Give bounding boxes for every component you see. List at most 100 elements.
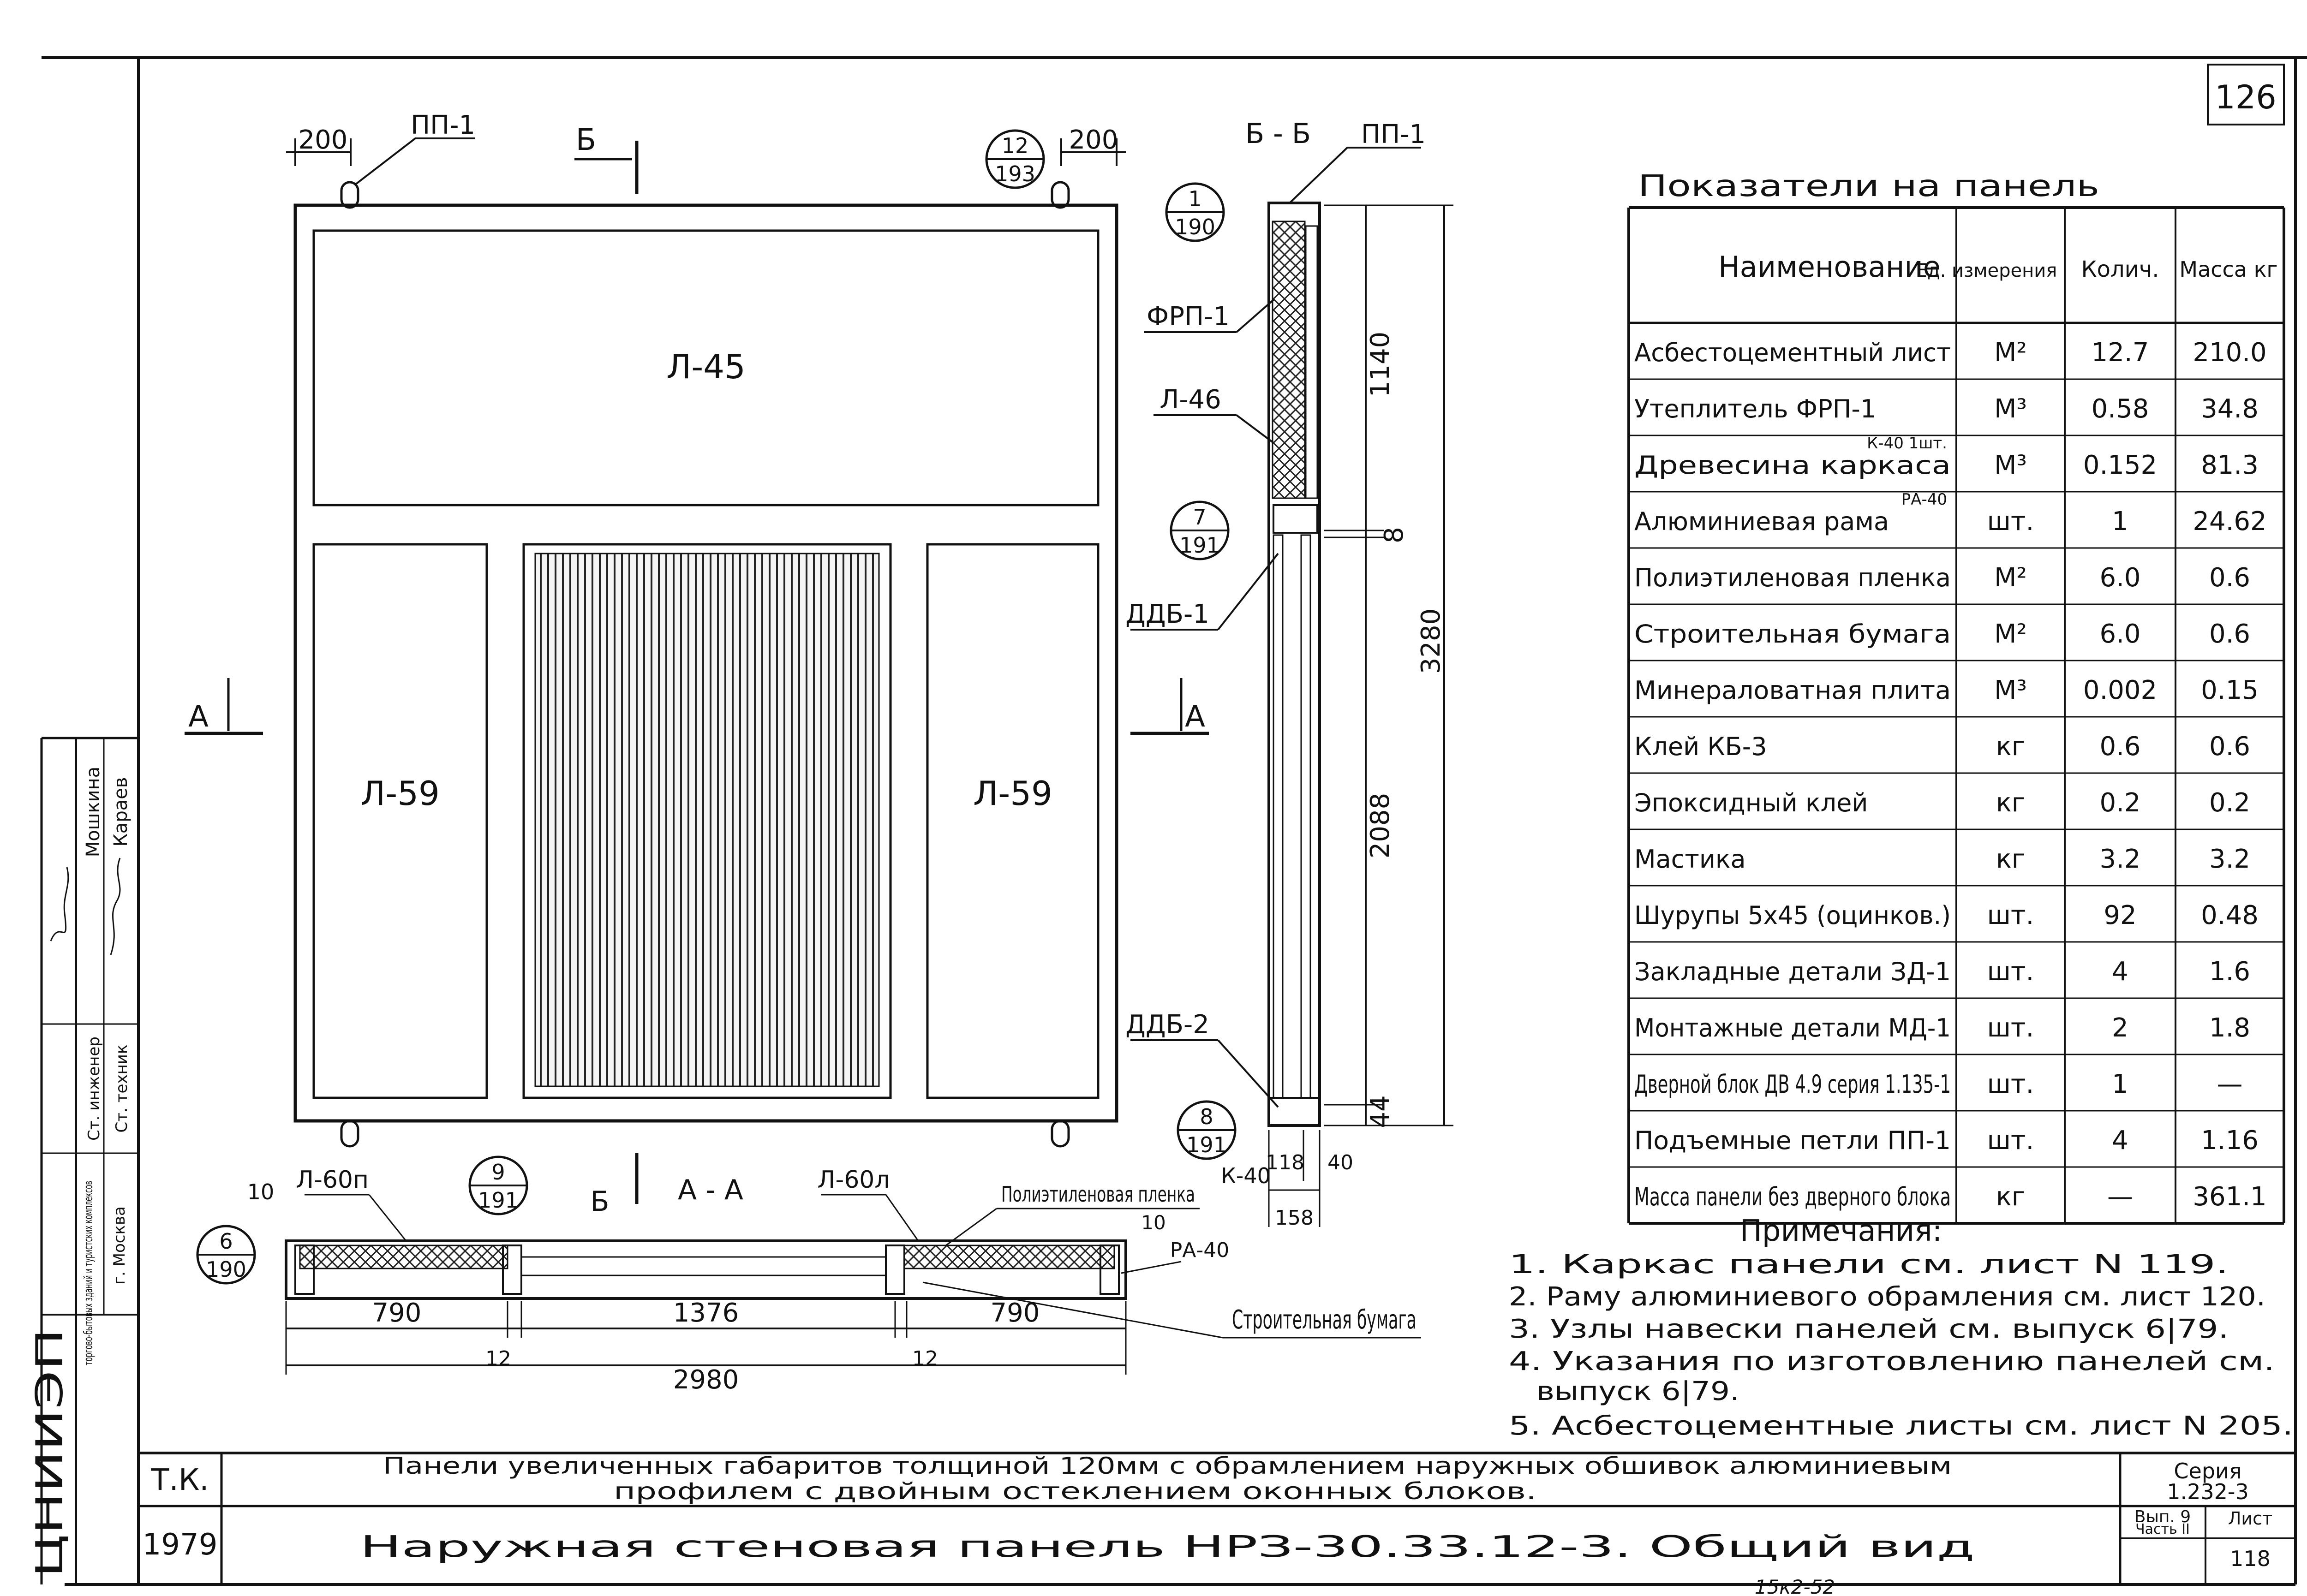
sheet-number: 126 [2215, 78, 2277, 116]
dim-1376: 1376 [673, 1298, 739, 1328]
sheet-label: Лист [2228, 1508, 2272, 1529]
table-cell-name: Эпоксидный клей [1634, 788, 1868, 817]
header-unit: Ед. измерения [1916, 260, 2057, 281]
dim-1140: 1140 [1365, 332, 1395, 398]
dim-158: 158 [1275, 1206, 1314, 1230]
subtitle-1: Панели увеличенных габаритов толщиной 12… [383, 1453, 1952, 1479]
table-cell-unit: М² [1994, 338, 2027, 368]
section-mark-a-left: А [188, 700, 209, 734]
city: г. Москва [110, 1206, 129, 1285]
table-grid [1627, 206, 2285, 1225]
table-cell-unit: шт. [1987, 1013, 2034, 1043]
table-cell-name: Строительная бумага [1634, 619, 1951, 649]
org-sub: торгово-бытовых зданий и туристских комп… [82, 1181, 96, 1365]
sheet-ref-7-191: 7 191 [1170, 500, 1230, 560]
dim-44: 44 [1365, 1095, 1395, 1128]
table-cell-qty: 0.58 [2092, 394, 2149, 424]
series-value: 1.232-3 [2167, 1479, 2249, 1504]
dim-2088: 2088 [1365, 793, 1395, 859]
signature-1 [50, 867, 69, 941]
role-1: Ст. инженер [85, 1036, 103, 1141]
name-2: Караев [110, 777, 131, 847]
year: 1979 [143, 1528, 218, 1562]
section-mark-a-right: А [1185, 700, 1205, 734]
svg-text:6: 6 [219, 1229, 233, 1254]
svg-text:191: 191 [1186, 1132, 1227, 1157]
tk-label: Т.К. [150, 1463, 209, 1497]
sheet-frame [42, 56, 2307, 1586]
note-3: 3. Узлы навески панелей см. выпуск 6|79. [1509, 1314, 2229, 1344]
ra40-label: РА-40 [1170, 1239, 1230, 1262]
table-cell-mass: 1.6 [2209, 957, 2250, 987]
note-5: 5. Асбестоцементные листы см. лист N 205… [1509, 1411, 2293, 1441]
table-cell-qty: — [2107, 1182, 2133, 1212]
name-1: Мошкина [83, 767, 104, 857]
notes: Примечания: 1. Каркас панели см. лист N … [1509, 1214, 2293, 1441]
table-cell-qty: 0.2 [2099, 788, 2140, 818]
table-cell-mass: 24.62 [2193, 506, 2266, 536]
table-cell-name: Закладные детали ЗД-1 [1634, 957, 1951, 986]
table-cell-qty: 2 [2112, 1013, 2128, 1043]
table-cell-unit: М³ [1994, 450, 2027, 480]
title-block: Т.К. 1979 Панели увеличенных габаритов т… [138, 1452, 2295, 1584]
label-l60p: Л-60п [296, 1166, 369, 1194]
footer-stamp: 15к2-52 [1755, 1576, 1835, 1596]
table-cell-unit: кг [1996, 844, 2025, 874]
lifting-loop-icon [340, 1120, 359, 1148]
section-bb-loop: ПП-1 [1361, 119, 1426, 149]
table-cell-name: Древесина каркаса [1634, 451, 1951, 480]
table-cell-unit: М² [1994, 619, 2027, 649]
table-cell-qty: 6.0 [2099, 619, 2140, 649]
sheet-ref-1-190: 1 190 [1165, 182, 1225, 242]
table-cell-name: Алюминиевая рама [1634, 507, 1889, 536]
table-cell-name: Минераловатная плита [1634, 676, 1951, 705]
note-2: 2. Раму алюминиевого обрамления см. лист… [1509, 1282, 2265, 1312]
section-mark-b-top: Б [576, 123, 596, 157]
table-cell-name: Клей КБ-3 [1634, 732, 1767, 761]
table-cell-mass: 0.6 [2209, 563, 2250, 593]
table-cell-mass: 34.8 [2201, 394, 2259, 424]
table-cell-qty: 0.6 [2099, 732, 2140, 762]
dim-118: 118 [1266, 1151, 1304, 1174]
label-frp1: ФРП-1 [1147, 302, 1230, 332]
dim-top-right: 200 [1069, 125, 1118, 155]
note-4b: выпуск 6|79. [1536, 1376, 1739, 1406]
glazing-area [534, 553, 880, 1087]
notes-title: Примечания: [1740, 1214, 1942, 1248]
svg-text:191: 191 [1179, 533, 1220, 558]
section-bb: Б - Б ПП-1 ФРП-1 Л-46 ДДБ-1 ДДБ-2 1 190 [1125, 118, 1453, 1230]
section-aa-mark: Б [590, 1185, 609, 1218]
label-k40: К-40 [1221, 1163, 1271, 1188]
table-cell-unit: М³ [1994, 675, 2027, 705]
lifting-loop-icon [340, 181, 359, 209]
gap-right: 12 [912, 1347, 938, 1370]
table-cell-qty: 1 [2112, 1069, 2128, 1099]
svg-text:191: 191 [478, 1188, 519, 1213]
table-cell-unit: М² [1994, 563, 2027, 593]
svg-text:1: 1 [1188, 186, 1201, 211]
indicators-table: Показатели на панель Наименование Ед. из… [1627, 169, 2285, 1225]
dim-40: 40 [1327, 1151, 1353, 1174]
table-cell-unit: кг [1996, 788, 2025, 818]
table-cell-note: РА-40 [1901, 490, 1947, 509]
dim-edge-right: 10 [1141, 1211, 1165, 1234]
sheet-ref-9-191: 9 191 [468, 1155, 528, 1215]
table-cell-name: Масса панели без дверного блока [1634, 1182, 1951, 1211]
dim-8: 8 [1379, 527, 1409, 543]
sheet-ref-8-191: 8 191 [1177, 1100, 1237, 1160]
table-cell-mass: 0.48 [2201, 900, 2259, 930]
dim-790-left: 790 [372, 1298, 422, 1328]
table-cell-qty: 12.7 [2092, 338, 2149, 368]
table-cell-unit: кг [1996, 1182, 2025, 1212]
table-cell-unit: шт. [1987, 957, 2034, 987]
table-cell-mass: 210.0 [2193, 338, 2266, 368]
